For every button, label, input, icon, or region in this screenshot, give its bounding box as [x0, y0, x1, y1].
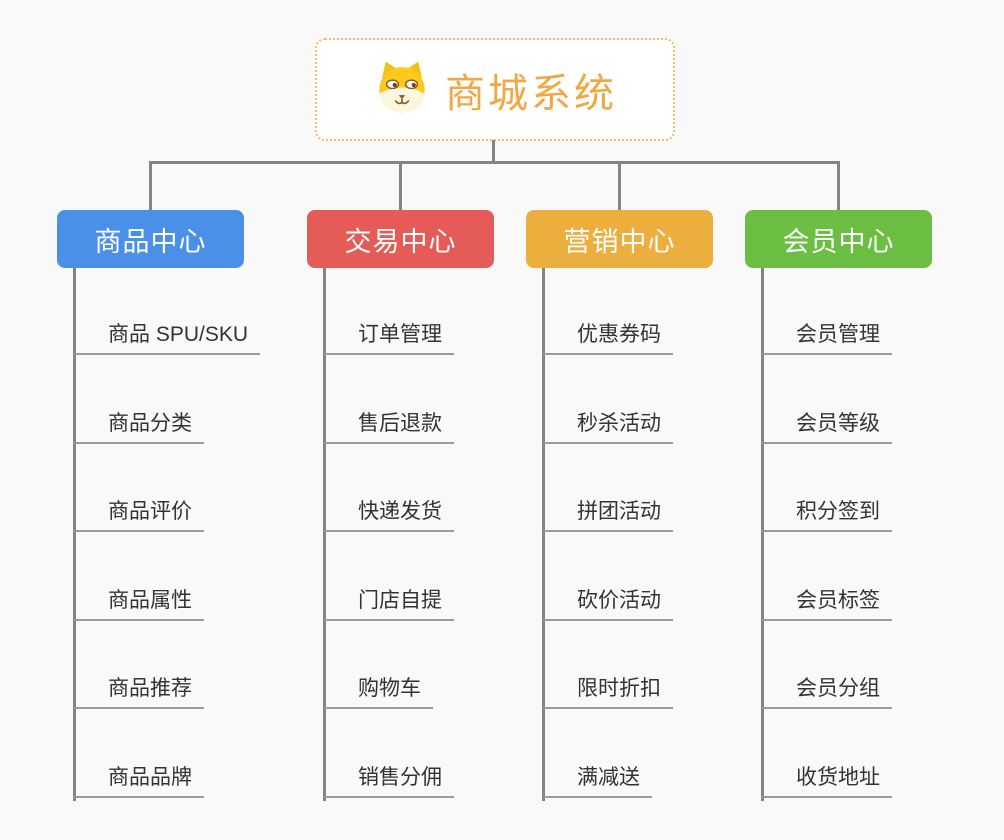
- branch-node-marketing[interactable]: 营销中心: [526, 210, 713, 268]
- connector-drop-trade: [399, 161, 402, 210]
- subtopic[interactable]: 门店自提: [324, 587, 454, 621]
- subtopic[interactable]: 会员分组: [762, 675, 892, 709]
- branch-label: 会员中心: [782, 226, 895, 257]
- branch-node-trade[interactable]: 交易中心: [307, 210, 494, 268]
- subtopic[interactable]: 订单管理: [324, 321, 454, 355]
- branch-label: 交易中心: [344, 226, 457, 257]
- branch-label: 商品中心: [94, 226, 207, 257]
- subtopic[interactable]: 购物车: [324, 675, 433, 709]
- subtopic[interactable]: 限时折扣: [543, 675, 673, 709]
- branch-children-marketing: 优惠券码 秒杀活动 拼团活动 砍价活动 限时折扣 满减送: [542, 268, 772, 803]
- connector-root-drop: [492, 140, 495, 163]
- branch-node-members[interactable]: 会员中心: [745, 210, 932, 268]
- branch-trunk-line: [542, 268, 545, 801]
- subtopic[interactable]: 积分签到: [762, 498, 892, 532]
- subtopic[interactable]: 商品评价: [74, 498, 204, 532]
- connector-drop-members: [837, 161, 840, 210]
- dog-icon: [373, 58, 431, 121]
- branch-children-members: 会员管理 会员等级 积分签到 会员标签 会员分组 收货地址: [761, 268, 991, 803]
- subtopic[interactable]: 拼团活动: [543, 498, 673, 532]
- branch-children-trade: 订单管理 售后退款 快递发货 门店自提 购物车 销售分佣: [323, 268, 553, 803]
- connector-drop-marketing: [618, 161, 621, 210]
- subtopic[interactable]: 会员管理: [762, 321, 892, 355]
- connector-horizontal-bus: [149, 161, 840, 164]
- branch-node-products[interactable]: 商品中心: [57, 210, 244, 268]
- subtopic[interactable]: 优惠券码: [543, 321, 673, 355]
- root-topic[interactable]: 商城系统: [315, 38, 675, 141]
- branch-label: 营销中心: [563, 226, 676, 257]
- subtopic[interactable]: 商品 SPU/SKU: [74, 321, 261, 355]
- subtopic[interactable]: 售后退款: [324, 410, 454, 444]
- subtopic[interactable]: 商品品牌: [74, 764, 204, 798]
- subtopic[interactable]: 快递发货: [324, 498, 454, 532]
- subtopic[interactable]: 会员等级: [762, 410, 892, 444]
- subtopic[interactable]: 销售分佣: [324, 764, 454, 798]
- subtopic[interactable]: 满减送: [543, 764, 652, 798]
- subtopic[interactable]: 商品分类: [74, 410, 204, 444]
- connector-drop-products: [149, 161, 152, 210]
- root-topic-label: 商城系统: [445, 71, 617, 116]
- branch-trunk-line: [73, 268, 76, 801]
- subtopic[interactable]: 会员标签: [762, 587, 892, 621]
- subtopic[interactable]: 砍价活动: [543, 587, 673, 621]
- branch-trunk-line: [323, 268, 326, 801]
- branch-trunk-line: [761, 268, 764, 801]
- subtopic[interactable]: 秒杀活动: [543, 410, 673, 444]
- subtopic[interactable]: 商品推荐: [74, 675, 204, 709]
- subtopic[interactable]: 商品属性: [74, 587, 204, 621]
- branch-children-products: 商品 SPU/SKU 商品分类 商品评价 商品属性 商品推荐 商品品牌: [73, 268, 303, 803]
- subtopic[interactable]: 收货地址: [762, 764, 892, 798]
